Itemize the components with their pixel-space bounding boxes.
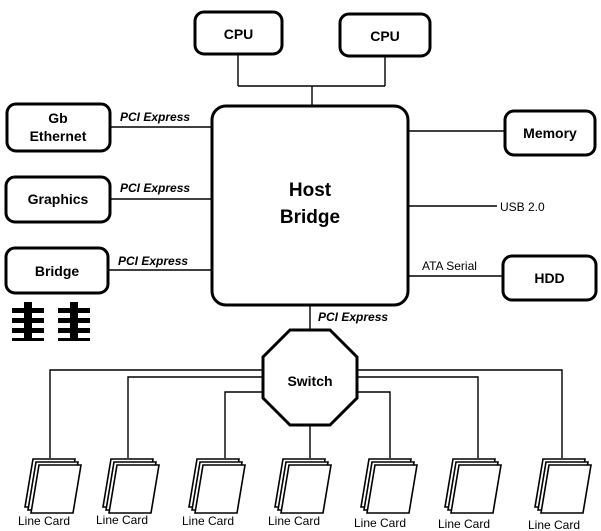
line-card-7-sheet	[540, 464, 592, 514]
memory-box: Memory	[503, 109, 597, 157]
gb-ethernet-label-line2: Ethernet	[30, 128, 87, 144]
bridge-box: Bridge	[4, 246, 110, 295]
card6-wire	[356, 376, 479, 458]
line-card-5: Line Card	[354, 458, 418, 530]
line-card-3: Line Card	[182, 458, 246, 528]
gb-ethernet-box: Gb Ethernet	[5, 102, 112, 153]
hdd-box: HDD	[501, 254, 598, 302]
cpu-box-1: CPU	[193, 10, 284, 56]
gb-ethernet-label-line1: Gb	[48, 110, 67, 126]
cpu-label-2: CPU	[370, 28, 400, 44]
hdd-label: HDD	[534, 270, 564, 286]
graphics-label: Graphics	[28, 191, 89, 207]
host-bridge-label-line2: Bridge	[280, 207, 340, 228]
line-card-3-sheet	[194, 464, 246, 514]
card1-wire	[49, 369, 272, 458]
bridge-label: Bridge	[35, 263, 80, 279]
connections	[49, 54, 563, 458]
switch-node: Switch	[261, 328, 359, 427]
card3-wire	[224, 391, 268, 458]
line-card-6-sheet	[450, 464, 502, 514]
switch-bus-label: PCI Express	[318, 310, 388, 324]
card7-wire	[352, 369, 563, 458]
pci-slots-icon	[12, 302, 90, 341]
line-card-3-label: Line Card	[182, 514, 234, 528]
line-card-6-label: Line Card	[438, 517, 490, 531]
cpu-box-2: CPU	[338, 12, 432, 58]
line-card-6: Line Card	[438, 458, 502, 531]
line-card-4: Line Card	[268, 458, 332, 528]
line-card-1: Line Card	[18, 458, 82, 528]
line-card-2-sheet	[108, 464, 160, 514]
switch-label: Switch	[287, 373, 332, 389]
line-card-7-label: Line Card	[528, 518, 580, 531]
memory-label: Memory	[523, 125, 577, 141]
line-card-4-sheet	[280, 464, 332, 514]
card2-wire	[127, 376, 264, 458]
line-card-5-label: Line Card	[354, 516, 406, 530]
graphics-bus-label: PCI Express	[120, 181, 190, 195]
bridge-bus-label: PCI Express	[118, 254, 188, 268]
host-bridge-box: Host Bridge	[210, 104, 410, 307]
graphics-box: Graphics	[4, 175, 112, 224]
line-card-4-label: Line Card	[268, 514, 320, 528]
line-card-2: Line Card	[96, 458, 160, 527]
cpu-label-1: CPU	[224, 26, 254, 42]
line-cards: Line Card Line Card Line Card Line Card Line…	[18, 458, 592, 531]
line-card-5-sheet	[366, 464, 418, 514]
line-card-1-sheet	[30, 464, 82, 514]
hdd-bus-label: ATA Serial	[422, 259, 477, 273]
line-card-2-label: Line Card	[96, 513, 148, 527]
gb-ethernet-bus-label: PCI Express	[120, 110, 190, 124]
line-card-7: Line Card	[528, 458, 592, 531]
host-bridge-label-line1: Host	[289, 180, 332, 201]
line-card-1-label: Line Card	[18, 514, 70, 528]
card5-wire	[350, 391, 391, 458]
usb-label: USB 2.0	[500, 200, 545, 214]
